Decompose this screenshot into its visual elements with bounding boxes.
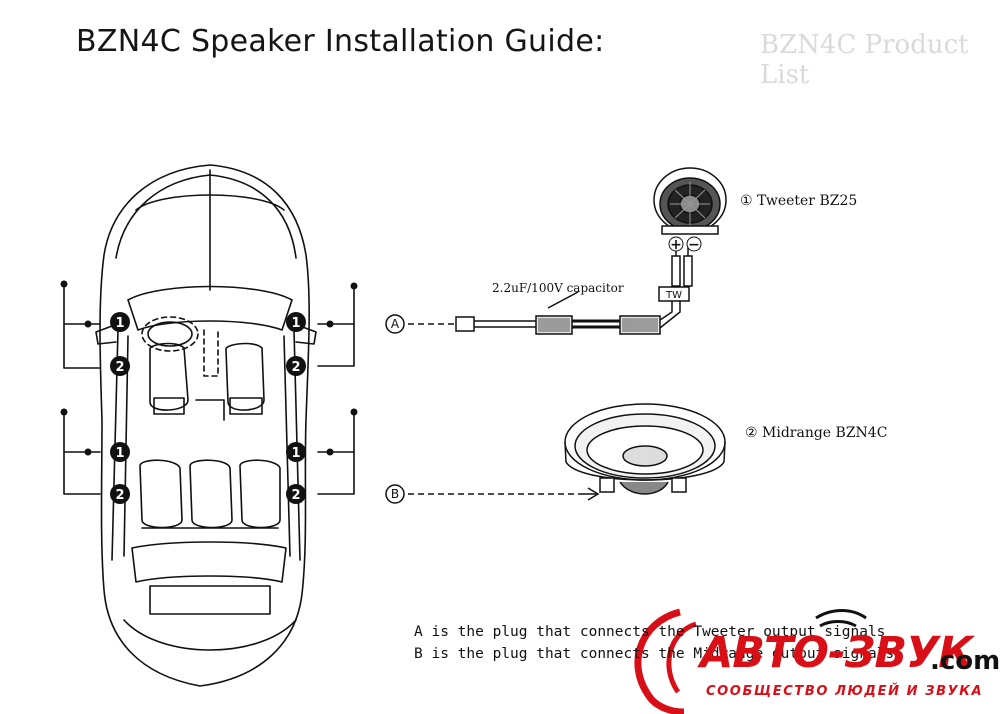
marker-front-right-1 bbox=[286, 312, 306, 332]
car-outline bbox=[95, 164, 317, 687]
plug-b-label: B bbox=[391, 487, 399, 501]
ghost-background-title: BZN4C Product List bbox=[760, 30, 969, 90]
speaker-markers bbox=[110, 312, 306, 504]
watermark-logo-text: АВТО-ЗВУК bbox=[700, 628, 973, 678]
marker-front-left-1 bbox=[110, 312, 130, 332]
plug-b-symbol bbox=[385, 484, 405, 504]
marker-front-right-2 bbox=[286, 356, 306, 376]
marker-label: 1 bbox=[291, 446, 300, 461]
right-bracket-front bbox=[317, 285, 355, 367]
note-plug-a: A is the plug that connects the Tweeter … bbox=[414, 624, 886, 640]
left-bracket-front bbox=[63, 283, 101, 369]
marker-rear-right-2 bbox=[286, 484, 306, 504]
marker-front-left-2 bbox=[110, 356, 130, 376]
page-title: BZN4C Speaker Installation Guide: bbox=[76, 24, 605, 59]
logo-swirl bbox=[634, 608, 867, 714]
note-plug-b: B is the plug that connects the Midrange… bbox=[414, 646, 895, 662]
marker-label: 2 bbox=[115, 488, 124, 503]
marker-label: 1 bbox=[291, 316, 300, 331]
marker-label: 1 bbox=[115, 446, 124, 461]
tweeter-label: ① Tweeter BZ25 bbox=[740, 193, 858, 209]
plug-a-label: A bbox=[391, 317, 400, 331]
left-bracket-rear bbox=[63, 411, 101, 495]
marker-rear-right-1 bbox=[286, 442, 306, 462]
watermark-logo-tagline: СООБЩЕСТВО ЛЮДЕЙ И ЗВУКА bbox=[706, 684, 984, 699]
minus-terminal-label: − bbox=[688, 237, 700, 253]
right-bracket-rear bbox=[317, 411, 355, 495]
watermark-logo-domain: .com bbox=[930, 646, 1000, 676]
marker-rear-left-2 bbox=[110, 484, 130, 504]
plus-terminal-label: + bbox=[670, 237, 682, 253]
tw-label: TW bbox=[665, 290, 682, 301]
marker-rear-left-1 bbox=[110, 442, 130, 462]
marker-label: 2 bbox=[115, 360, 124, 375]
midrange-illustration bbox=[564, 403, 726, 495]
marker-label: 2 bbox=[291, 360, 300, 375]
tweeter-wiring bbox=[385, 240, 693, 335]
marker-label: 1 bbox=[115, 316, 124, 331]
plug-a-symbol bbox=[385, 314, 405, 334]
marker-label: 2 bbox=[291, 488, 300, 503]
midrange-label: ② Midrange BZN4C bbox=[745, 425, 888, 441]
plug-notes: A is the plug that connects the Tweeter … bbox=[414, 621, 894, 665]
capacitor-label: 2.2uF/100V capacitor bbox=[492, 281, 624, 295]
tweeter-illustration bbox=[653, 167, 727, 235]
midrange-wiring bbox=[385, 484, 600, 504]
